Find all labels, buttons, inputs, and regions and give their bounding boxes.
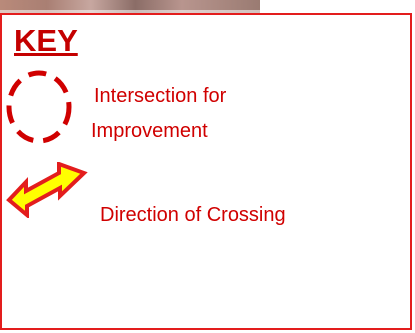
key-title: KEY: [14, 23, 78, 58]
intersection-label-line-1: Intersection for: [94, 85, 227, 107]
double-arrow-icon: [6, 162, 88, 218]
direction-label: Direction of Crossing: [100, 204, 286, 226]
map-background-strip: [0, 0, 260, 14]
dashed-circle-icon: [6, 70, 72, 144]
map-key: KEY Intersection for Improvement Directi…: [0, 13, 412, 330]
intersection-label-line-2: Improvement: [91, 120, 208, 142]
